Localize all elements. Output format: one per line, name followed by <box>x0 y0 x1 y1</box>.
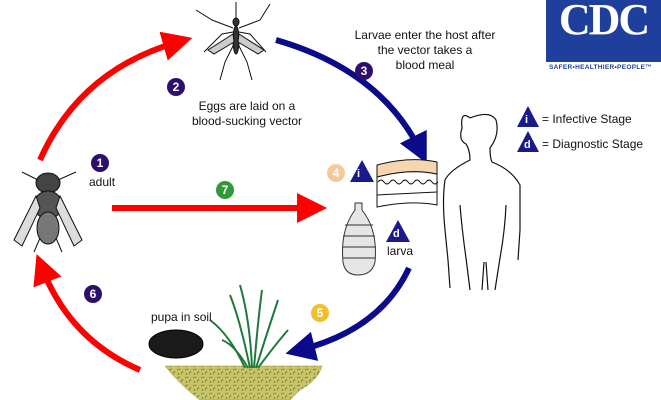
step-3-text-line-3: blood meal <box>395 58 455 72</box>
step-3-text-line-1: Larvae enter the host after <box>354 28 496 42</box>
human-host-outline <box>442 113 521 291</box>
larva-illustration <box>342 202 376 276</box>
step-6-badge: 6 <box>84 285 102 303</box>
diagnostic-marker-symbol: d <box>393 228 400 240</box>
arrow-pupa-to-adult <box>33 254 142 373</box>
infective-stage-marker <box>350 160 374 182</box>
step-1-badge: 1 <box>91 154 109 172</box>
legend-infective-icon <box>517 106 539 127</box>
legend-infective-symbol: i <box>525 114 529 126</box>
pupa-illustration <box>148 329 204 359</box>
mosquito-vector-illustration <box>195 2 271 81</box>
larva-label: larva <box>387 244 414 258</box>
infective-marker-symbol: i <box>357 168 361 180</box>
soil-mound <box>164 365 323 400</box>
step-2-badge: 2 <box>167 78 185 96</box>
skin-section-illustration <box>376 159 439 208</box>
legend-diagnostic-label: = Diagnostic Stage <box>542 137 644 151</box>
arrow-larva-to-soil <box>285 266 412 361</box>
adult-label: adult <box>89 175 116 189</box>
arrow-adult-to-vector <box>37 31 193 162</box>
fly-adult-illustration <box>13 171 83 253</box>
legend-infective-label: = Infective Stage <box>542 112 632 126</box>
legend-diagnostic-icon <box>517 131 539 152</box>
arrow-vector-to-host <box>275 37 427 164</box>
step-3-badge: 3 <box>355 62 373 80</box>
grass-illustration <box>209 284 289 369</box>
pupa-label: pupa in soil <box>151 310 212 324</box>
step-2-text-line-1: Eggs are laid on a <box>198 99 296 113</box>
step-2-text: Eggs are laid on a blood-sucking vector <box>172 99 322 129</box>
step-2-text-line-2: blood-sucking vector <box>191 114 303 128</box>
step-4-badge: 4 <box>327 164 345 182</box>
step-7-badge: 7 <box>216 181 234 199</box>
step-5-badge: 5 <box>311 304 329 322</box>
cdc-tagline: SAFER•HEALTHIER•PEOPLE™ <box>548 64 653 71</box>
step-3-text: Larvae enter the host after the vector t… <box>345 28 505 73</box>
step-3-text-line-2: the vector takes a <box>377 43 473 57</box>
cdc-logo-text: CDC <box>558 0 650 44</box>
cdc-logo: CDC <box>546 0 661 62</box>
legend-diagnostic-symbol: d <box>524 139 531 151</box>
diagnostic-stage-marker <box>386 220 410 242</box>
